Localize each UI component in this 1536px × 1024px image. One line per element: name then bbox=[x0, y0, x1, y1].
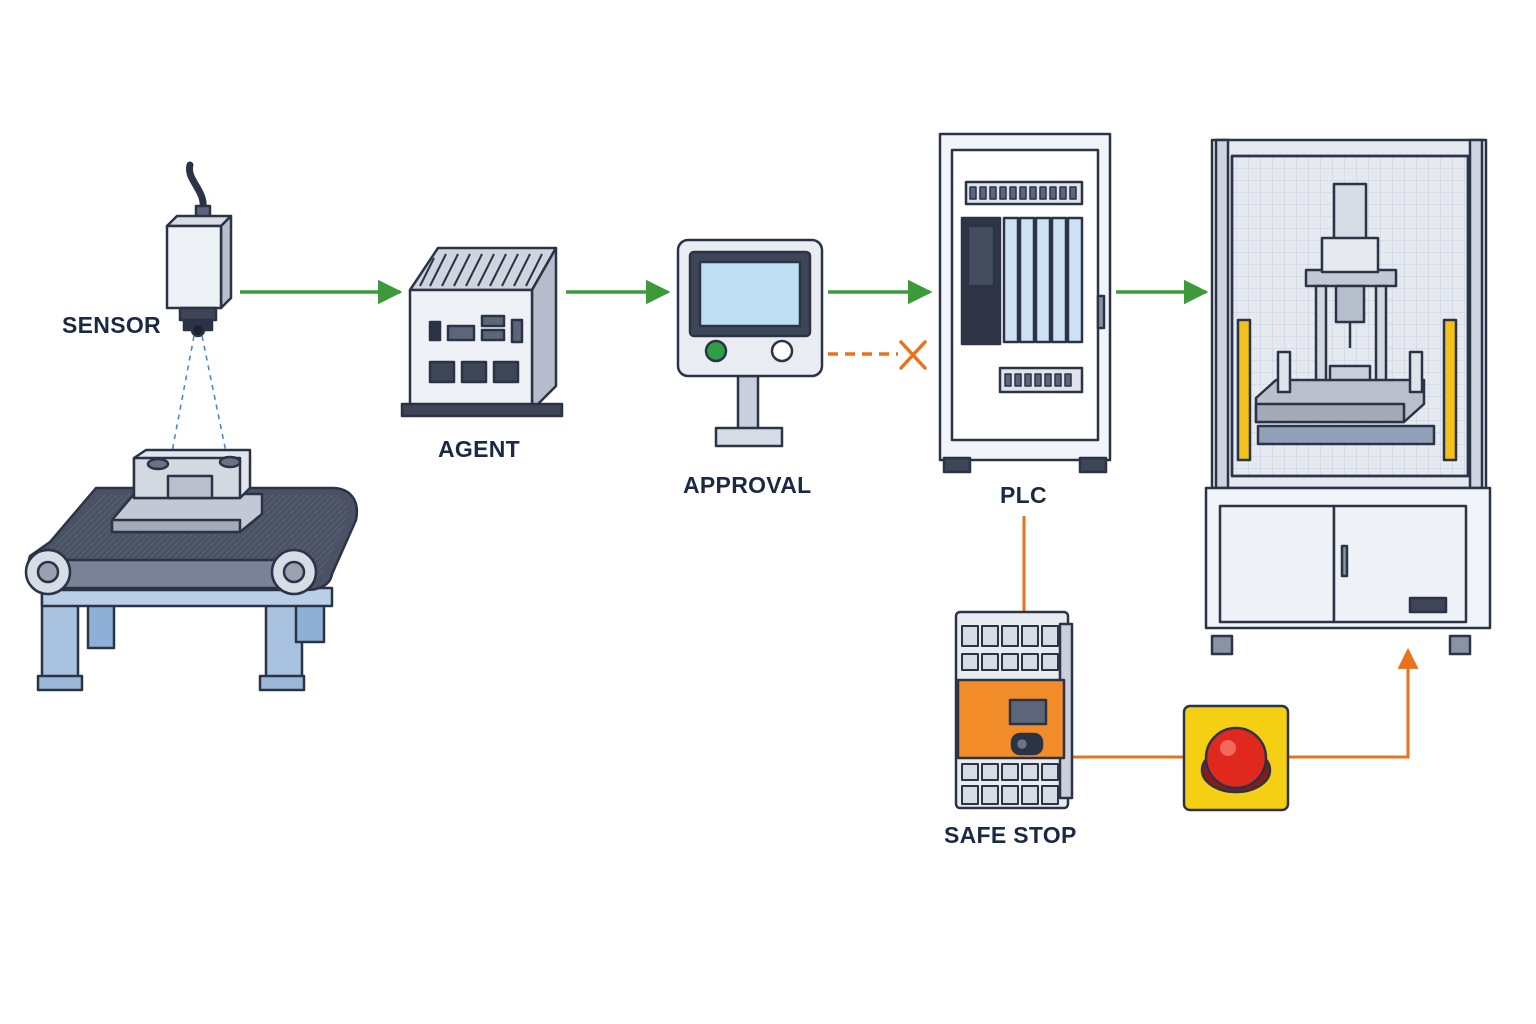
sensor-field-of-view bbox=[171, 335, 227, 453]
connection-lines bbox=[240, 279, 1419, 759]
arrow-estop-to-machine bbox=[1288, 647, 1419, 759]
agent-label: AGENT bbox=[438, 436, 520, 462]
sensor-label: SENSOR bbox=[62, 312, 161, 338]
safety-relay-icon bbox=[954, 610, 1074, 810]
hmi-panel-icon bbox=[676, 238, 824, 448]
camera-sensor-icon bbox=[165, 161, 233, 338]
plc-cabinet-icon bbox=[938, 132, 1112, 474]
approval-label: APPROVAL bbox=[683, 472, 812, 498]
safe-stop-label: SAFE STOP bbox=[944, 822, 1077, 848]
edge-computer-icon bbox=[400, 246, 564, 418]
press-machine-icon bbox=[1204, 138, 1492, 656]
conveyor-belt-icon bbox=[24, 448, 359, 692]
blocked-cross-icon bbox=[899, 340, 927, 370]
emergency-stop-button-icon bbox=[1182, 704, 1290, 812]
plc-label: PLC bbox=[1000, 482, 1047, 508]
